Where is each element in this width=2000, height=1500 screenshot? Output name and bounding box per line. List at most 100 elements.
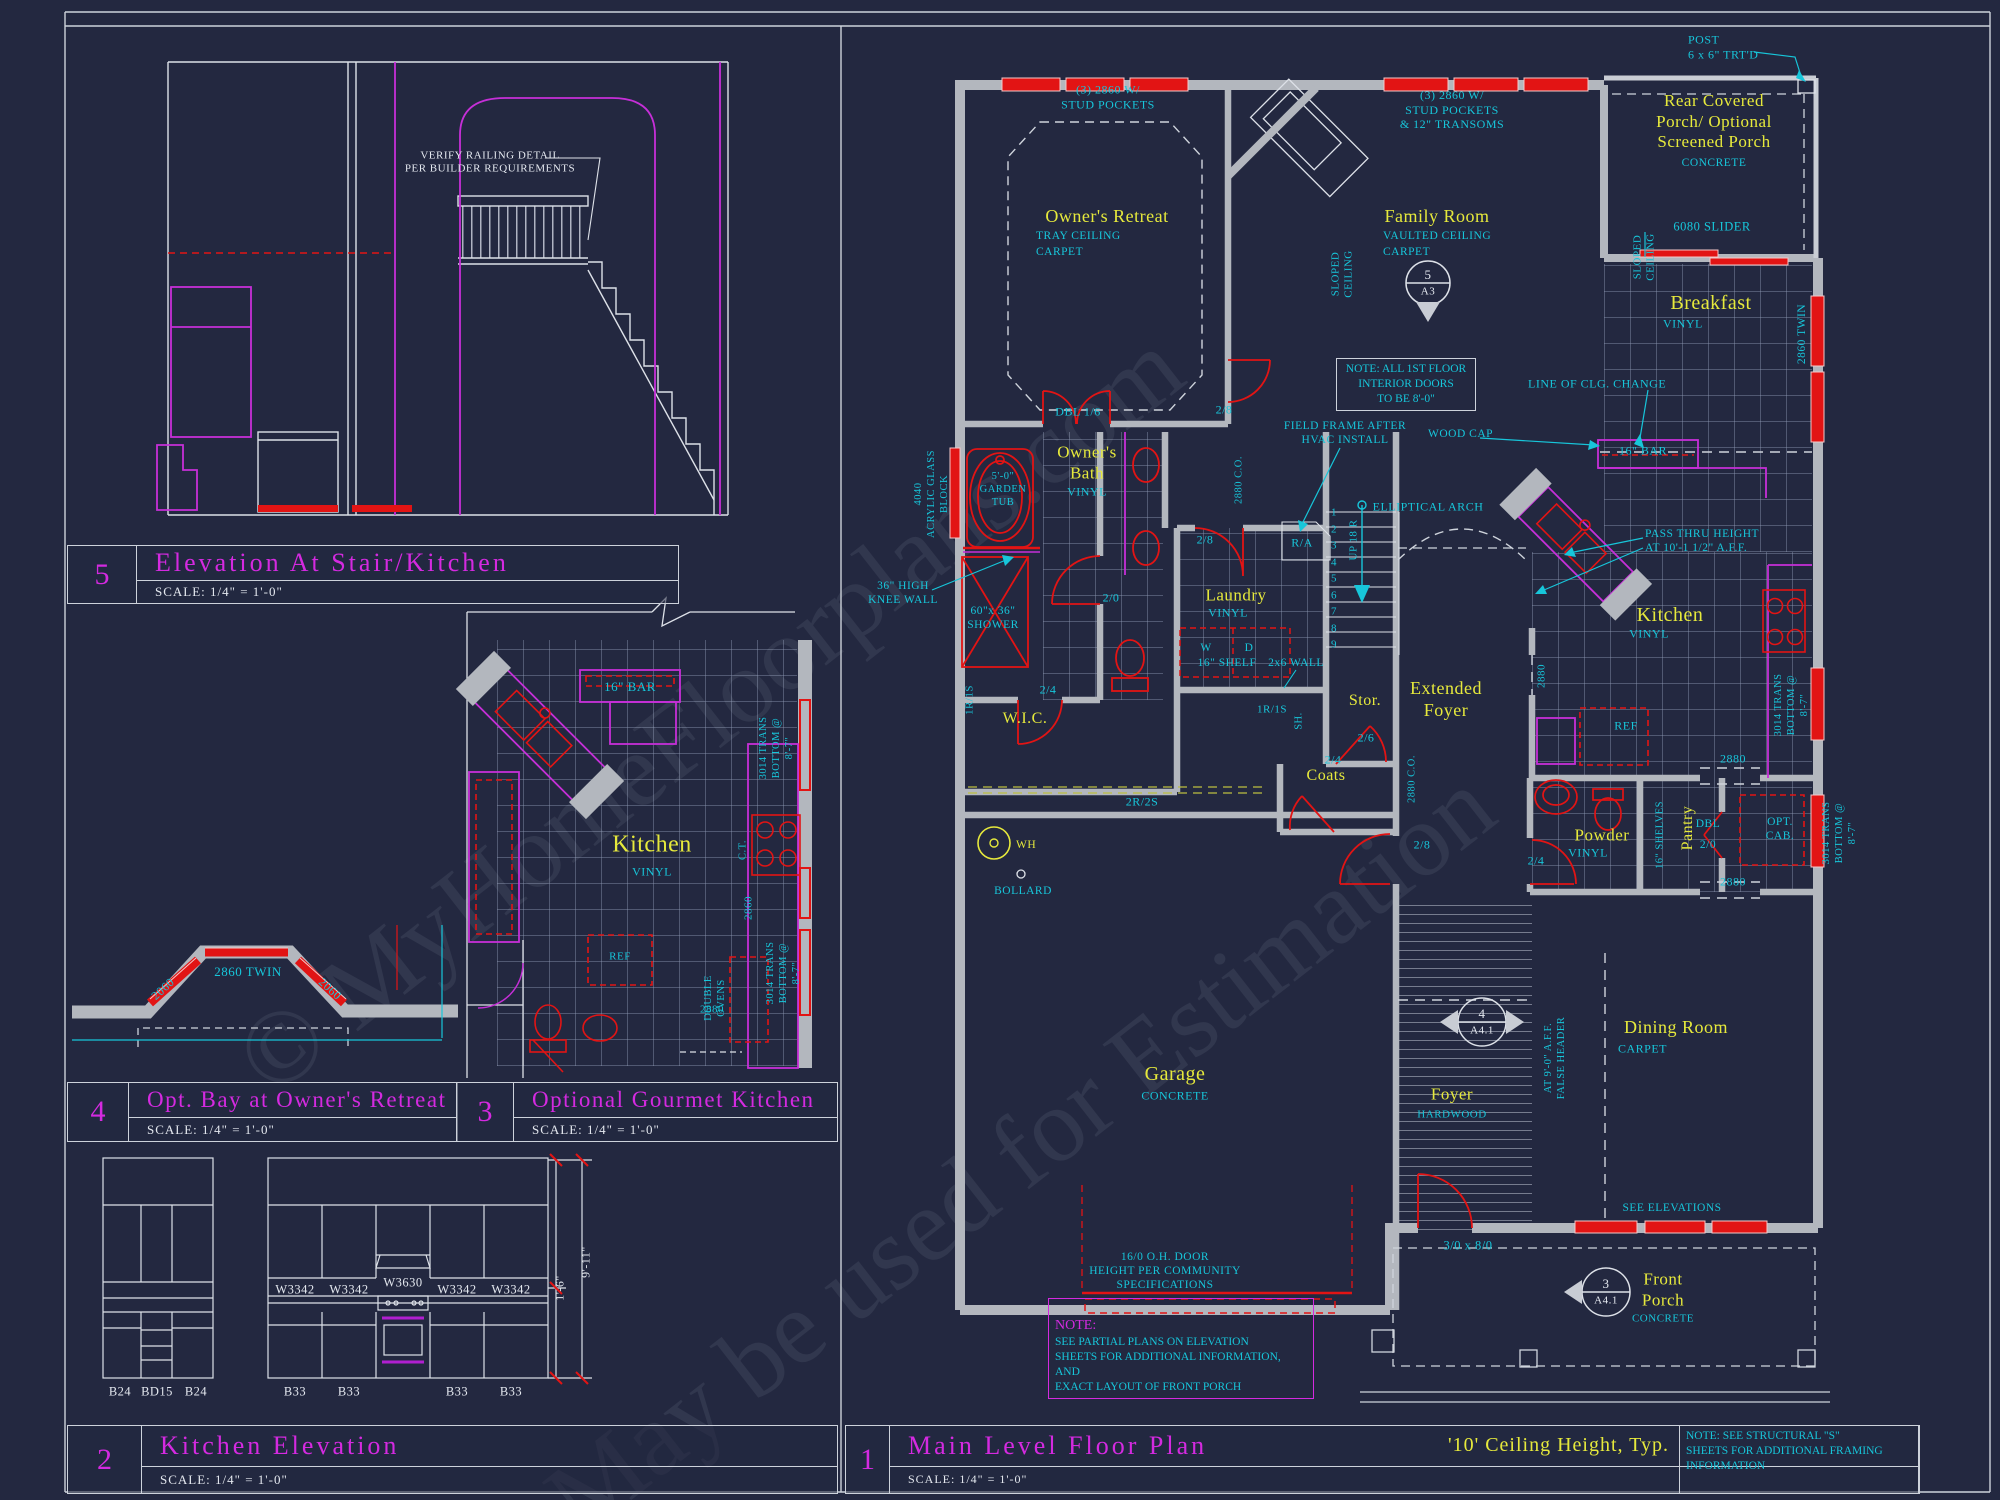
fp-bollard: BOLLARD — [994, 884, 1052, 897]
fp-room-laundry: Laundry — [1205, 585, 1267, 605]
title-block-2: 2 Kitchen Elevation SCALE: 1/4" = 1'-0" — [67, 1425, 838, 1494]
title-block-3-number: 3 — [457, 1083, 514, 1141]
fp-marker4-num: 4 — [1478, 1006, 1486, 1022]
d4-window-2860-twin: 2860 TWIN — [214, 964, 282, 980]
fp-washer: W — [1200, 641, 1212, 654]
title-block-3-title: Optional Gourmet Kitchen — [514, 1083, 837, 1119]
note-structural-framing: NOTE: SEE STRUCTURAL "S" SHEETS FOR ADDI… — [1679, 1425, 1919, 1494]
title-block-5-title: Elevation At Stair/Kitchen — [137, 546, 678, 581]
fp-owners-bath-floor: VINYL — [1067, 484, 1107, 499]
fp-1r1s-left: 1R/1S — [963, 684, 976, 716]
fp-elliptical-arch: ELLIPTICAL ARCH — [1372, 499, 1484, 514]
fp-door-28-laundry: 2/8 — [1196, 532, 1214, 547]
d2-cab-b33-1: B33 — [283, 1384, 307, 1399]
fp-stair-1: 1 — [1331, 506, 1337, 519]
ceiling-height-note: '10' Ceiling Height, Typ. — [1448, 1434, 1669, 1456]
title-block-1-title: Main Level Floor Plan — [890, 1426, 1919, 1467]
fp-door-24-powder: 2/4 — [1527, 853, 1545, 868]
fp-oh-door: 16/0 O.H. DOOR HEIGHT PER COMMUNITY SPEC… — [1089, 1250, 1241, 1292]
fp-sloped-ceiling-breakfast: SLOPED CEILING — [1631, 233, 1657, 281]
fp-laundry-floor: VINYL — [1208, 605, 1248, 620]
fp-2880-kitchen-left: 2880 — [1535, 664, 1548, 688]
fp-window-2860-twin: 2860 TWIN — [1795, 303, 1808, 365]
d3-kitchen-floor: VINYL — [632, 864, 672, 879]
fp-stair-9: 9 — [1331, 638, 1337, 651]
fp-room-dining: Dining Room — [1623, 1017, 1729, 1038]
d2-cab-w3342-1: W3342 — [275, 1282, 315, 1297]
fp-false-header: AT 9'-0" A.F.F. FALSE HEADER — [1543, 1016, 1567, 1100]
fp-family-floor: CARPET — [1383, 245, 1431, 258]
note-front-porch-body: SEE PARTIAL PLANS ON ELEVATION SHEETS FO… — [1055, 1336, 1281, 1393]
note-front-porch: NOTE: SEE PARTIAL PLANS ON ELEVATION SHE… — [1048, 1298, 1314, 1399]
fp-line-clg-change: LINE OF CLG. CHANGE — [1528, 376, 1667, 391]
fp-bar-16: 16" BAR — [1618, 443, 1668, 458]
title-block-2-title: Kitchen Elevation — [142, 1426, 837, 1467]
fp-stair-3: 3 — [1331, 539, 1337, 552]
fp-foyer-floor: HARDWOOD — [1417, 1108, 1487, 1121]
d2-cab-bd15: BD15 — [141, 1384, 173, 1399]
d2-cab-w3342-4: W3342 — [491, 1282, 531, 1297]
fp-stair-5: 5 — [1331, 572, 1337, 585]
title-block-3: 3 Optional Gourmet Kitchen SCALE: 1/4" =… — [456, 1082, 838, 1142]
fp-2880-co-foyer: 2880 C.O. — [1406, 755, 1418, 803]
note-front-porch-prefix: NOTE: — [1055, 1317, 1097, 1333]
fp-door-24-coats: 2/4 — [1324, 752, 1342, 767]
fp-room-owners-retreat: Owner's Retreat — [1045, 206, 1169, 227]
fp-trans-kitchen-1: 3014 TRANS BOTTOM @ 8'-7" — [1772, 673, 1810, 737]
fp-knee-wall: 36" HIGH KNEE WALL — [868, 579, 938, 606]
verify-railing-note: VERIFY RAILING DETAIL PER BUILDER REQUIR… — [404, 149, 576, 175]
d3-room-kitchen: Kitchen — [612, 831, 692, 858]
fp-2880-pantry-bottom: 2880 — [1720, 874, 1746, 889]
fp-slider-6080: 6080 SLIDER — [1673, 219, 1751, 234]
fp-ref: REF — [1614, 718, 1638, 733]
fp-field-frame: FIELD FRAME AFTER HVAC INSTALL — [1283, 419, 1407, 446]
fp-marker3-num: 3 — [1602, 1276, 1610, 1292]
fp-room-breakfast: Breakfast — [1670, 291, 1752, 314]
fp-room-coats: Coats — [1306, 767, 1346, 785]
fp-marker5-num: 5 — [1424, 267, 1432, 283]
title-block-1: 1 Main Level Floor Plan SCALE: 1/4" = 1'… — [845, 1425, 1920, 1494]
title-block-2-number: 2 — [68, 1426, 142, 1493]
d3-trans-upper: 3014 TRANS BOTTOM @ 8'-7" — [757, 716, 795, 780]
title-block-5-scale: SCALE: 1/4" = 1'-0" — [155, 583, 283, 599]
d3-tile-grid — [497, 640, 797, 1066]
fp-pass-thru: PASS THRU HEIGHT AT 10'-1 1/2" A.F.F. — [1645, 527, 1760, 554]
fp-2880-pantry-top: 2880 — [1720, 751, 1746, 766]
title-block-2-scale: SCALE: 1/4" = 1'-0" — [160, 1471, 288, 1487]
fp-room-owners-bath: Owner's Bath — [1057, 442, 1117, 482]
d2-cab-b33-3: B33 — [445, 1384, 469, 1399]
fp-marker5-sheet: A3 — [1420, 285, 1436, 298]
fp-see-elevations: SEE ELEVATIONS — [1622, 1201, 1722, 1214]
fp-breakfast-floor: VINYL — [1663, 316, 1703, 331]
fp-powder-floor: VINYL — [1568, 845, 1608, 860]
foyer-steps-hatch — [1398, 905, 1532, 1235]
d2-dim-9-11: 9'-11" — [578, 1246, 593, 1278]
d3-ref: REF — [609, 950, 631, 963]
laundry-tile-grid — [1177, 528, 1326, 690]
fp-stair-6: 6 — [1331, 589, 1337, 602]
fp-wood-cap: WOOD CAP — [1428, 427, 1494, 440]
fp-1r1s-right: 1R/1S — [1256, 703, 1288, 716]
fp-kitchen-floor: VINYL — [1629, 626, 1669, 641]
d3-bar-16: 16" BAR — [604, 679, 656, 695]
title-block-5-number: 5 — [68, 546, 137, 603]
d2-cab-b24-2: B24 — [184, 1384, 208, 1399]
fp-marker3-sheet: A4.1 — [1594, 1294, 1618, 1307]
kitchen-tile-grid — [1532, 552, 1812, 892]
fp-shower: 60"x 36" SHOWER — [967, 604, 1019, 631]
fp-stud-pockets-left: (3) 2860 W/ STUD POCKETS — [1061, 82, 1155, 111]
fp-door-30x80: 3/0 x 8/0 — [1443, 1238, 1493, 1253]
fp-garage-floor: CONCRETE — [1141, 1088, 1209, 1103]
fp-door-28-foyer: 2/8 — [1413, 837, 1431, 852]
d2-cab-w3630: W3630 — [383, 1275, 423, 1290]
title-block-4-number: 4 — [68, 1083, 129, 1141]
title-block-1-scale: SCALE: 1/4" = 1'-0" — [908, 1472, 1028, 1487]
fp-room-stor: Stor. — [1348, 692, 1382, 710]
fp-stud-pockets-right: (3) 2860 W/ STUD POCKETS & 12" TRANSOMS — [1399, 88, 1505, 132]
fp-sh: SH. — [1293, 712, 1305, 730]
title-block-4-title: Opt. Bay at Owner's Retreat — [129, 1083, 457, 1119]
fp-door-dbl-pantry: DBL — [1695, 817, 1721, 830]
fp-return-air: R/A — [1291, 535, 1313, 550]
title-block-3-scale: SCALE: 1/4" = 1'-0" — [532, 1121, 660, 1137]
